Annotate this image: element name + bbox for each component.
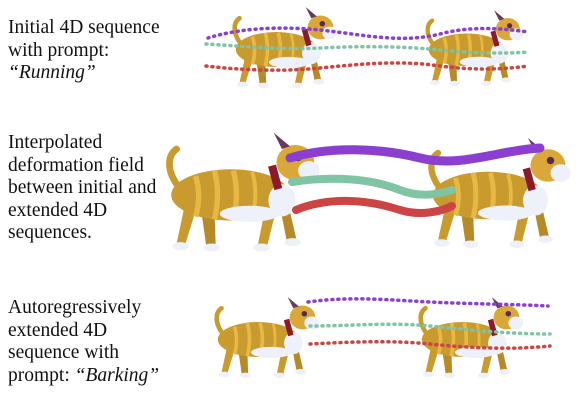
row-interpolated-field xyxy=(169,133,570,252)
dog-running-frame-2 xyxy=(428,10,524,86)
purple-trajectory-dotted xyxy=(308,299,548,306)
purple-deformation-curve xyxy=(290,148,540,161)
dog-barking-frame-2 xyxy=(421,297,523,378)
row-extended-sequence xyxy=(217,297,550,378)
row-initial-sequence xyxy=(206,7,528,88)
green-deformation-curve xyxy=(292,179,452,195)
dog-barking-frame-1 xyxy=(217,297,319,378)
red-deformation-curve xyxy=(296,201,452,213)
dog-initial-large xyxy=(169,133,319,252)
